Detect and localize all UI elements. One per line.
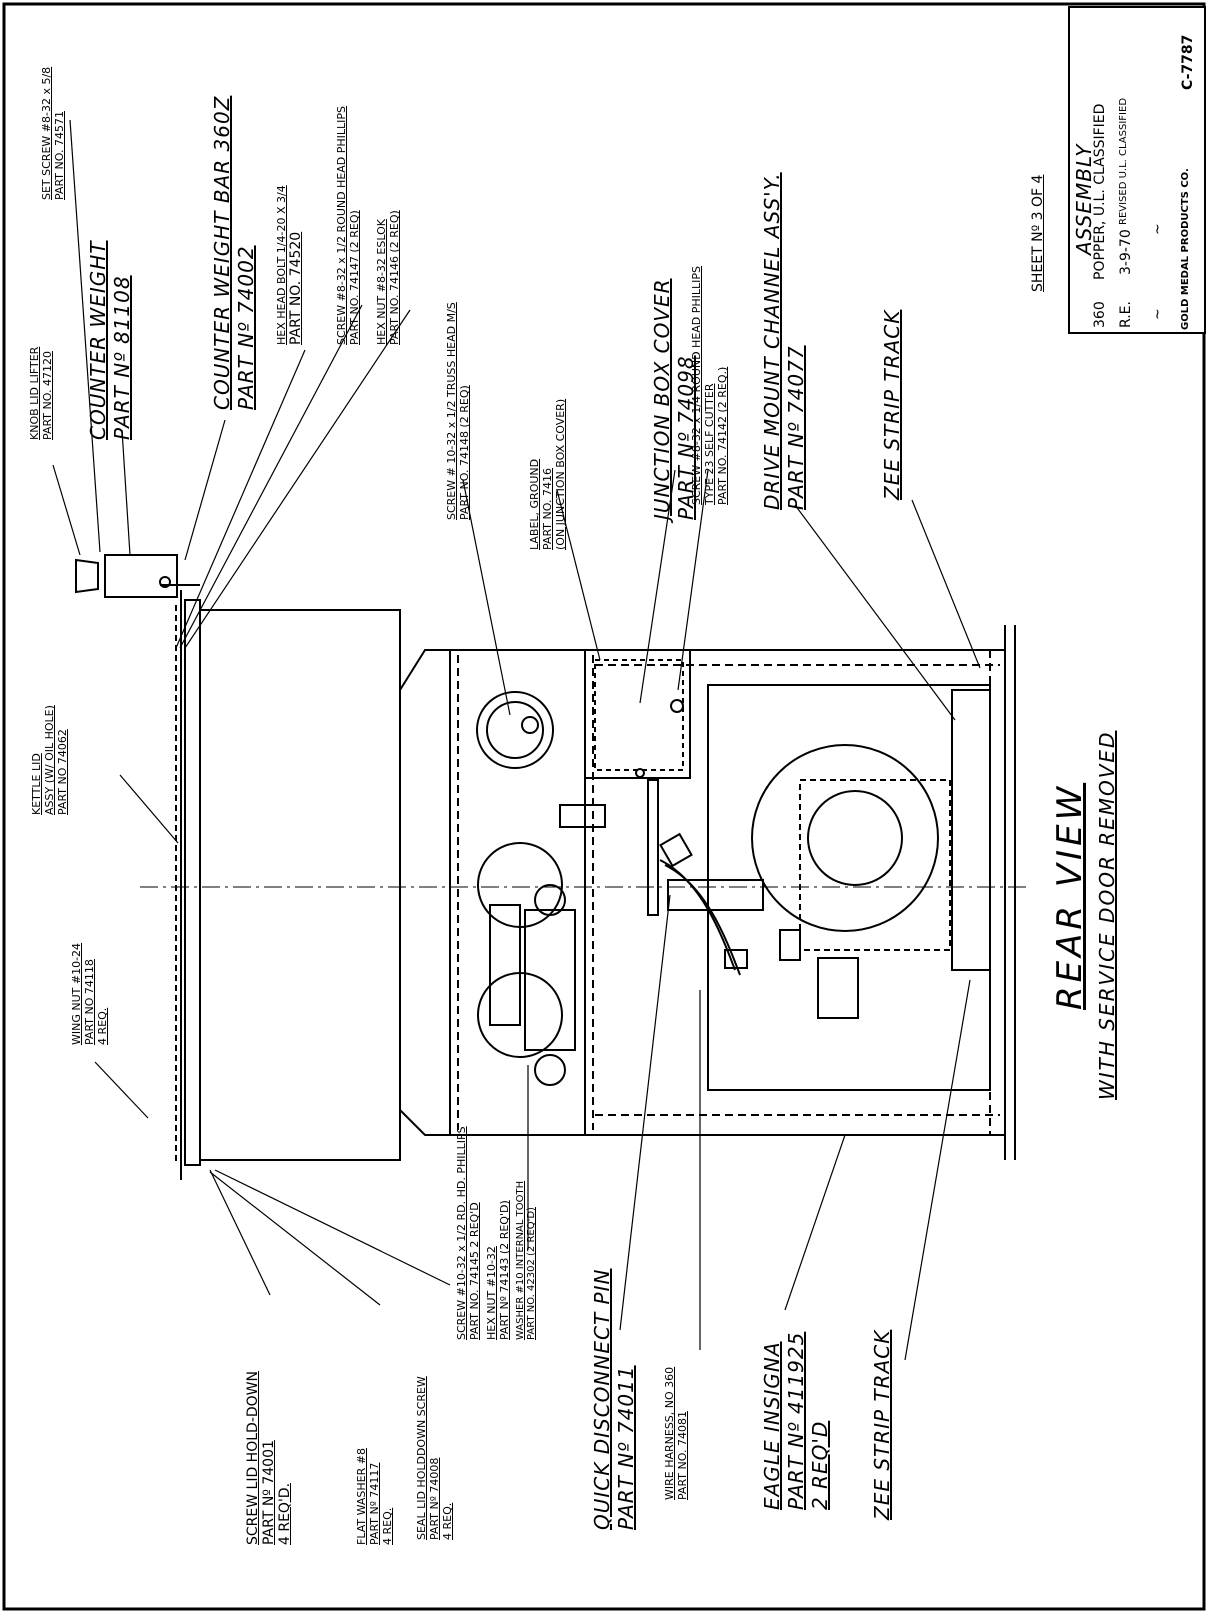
drawn-by: R.E.	[1118, 301, 1134, 328]
drawing-number: C-7787	[1180, 34, 1196, 90]
zee-strip-bottom-callout: ZEE STRIP TRACK	[870, 1329, 894, 1520]
view-subtitle: WITH SERVICE DOOR REMOVED	[1095, 730, 1119, 1100]
leader-lines	[52, 119, 981, 1361]
junction-box	[584, 649, 691, 779]
sheet-number: SHEET Nº 3 OF 4	[1030, 174, 1046, 292]
drawing-description: POPPER, U.L. CLASSIFIED	[1092, 103, 1108, 280]
company-name: GOLD MEDAL PRODUCTS CO.	[1180, 168, 1191, 330]
drive-mount-callout: DRIVE MOUNT CHANNEL ASS'Y.PART Nº 74077	[760, 172, 808, 510]
agitator-mechanism	[477, 804, 606, 1086]
shaft-and-harness	[647, 779, 764, 976]
title-block	[1068, 6, 1206, 334]
drawing-date: 3-9-70	[1118, 229, 1134, 275]
scale-value: ~	[1150, 223, 1166, 235]
kettle	[175, 590, 401, 1180]
zee-strip-top-callout: ZEE STRIP TRACK	[880, 309, 904, 500]
drive-gear	[476, 691, 554, 769]
revision-note: REVISED U.L. CLASSIFIED	[1118, 97, 1129, 225]
material-value: ~	[1150, 308, 1166, 320]
view-title: REAR VIEW	[1050, 782, 1090, 1010]
model-number: 360	[1092, 301, 1108, 328]
counter-weight	[75, 554, 200, 598]
